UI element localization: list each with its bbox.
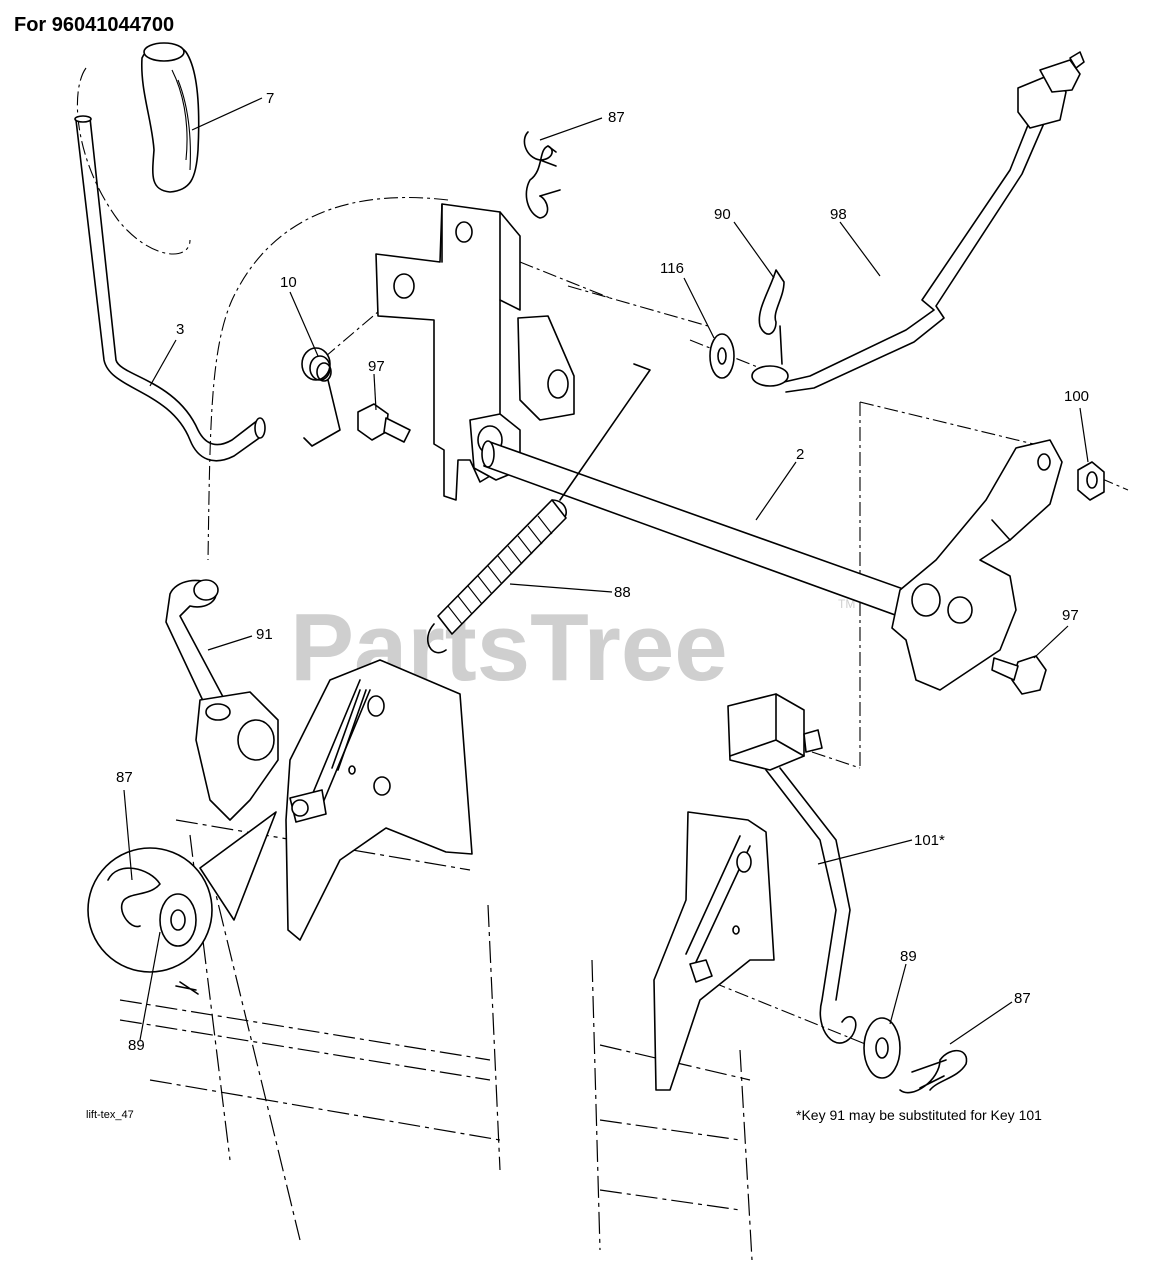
height-adjust-plate-left — [285, 659, 473, 941]
callout-101: 101* — [914, 832, 945, 849]
callout-89-right: 89 — [900, 948, 917, 965]
callout-91: 91 — [256, 626, 273, 643]
callout-87-right: 87 — [1014, 990, 1031, 1007]
assembly-line-block — [811, 751, 861, 769]
callout-97-top: 97 — [368, 358, 385, 375]
diagram-code: lift-tex_47 — [86, 1109, 134, 1121]
page-title: For 96041044700 — [14, 14, 175, 36]
callout-2: 2 — [796, 446, 804, 463]
bolt-icon — [991, 655, 1047, 695]
footnote: *Key 91 may be substituted for Key 101 — [796, 1107, 1042, 1123]
callout-88: 88 — [614, 584, 631, 601]
height-adjust-plate-right — [653, 811, 775, 1091]
lift-arm-101 — [727, 693, 857, 1044]
pin-icon — [175, 981, 199, 995]
assembly-line-pin — [519, 261, 611, 299]
leader-lines — [123, 97, 1089, 1045]
hairpin-clip-icon — [899, 1049, 968, 1094]
hairpin-clip-icon — [523, 131, 561, 219]
callout-87-top: 87 — [608, 109, 625, 126]
callout-90: 90 — [714, 206, 731, 223]
callout-98: 98 — [830, 206, 847, 223]
spring-icon — [427, 363, 651, 654]
hairpin-clip-icon — [758, 269, 785, 365]
assembly-line-grip — [76, 67, 191, 255]
watermark-trademark: TM — [838, 597, 855, 611]
torsion-spring — [301, 347, 341, 447]
callout-labels: 7 87 90 98 116 10 3 97 100 2 88 97 91 87… — [116, 90, 1089, 1054]
callout-89-left: 89 — [128, 1037, 145, 1054]
assembly-line-shaft — [567, 285, 709, 327]
lift-handle-grip-icon — [140, 42, 200, 193]
callout-7: 7 — [266, 90, 274, 107]
bolt-icon — [357, 403, 411, 443]
lift-bracket-icon — [891, 439, 1063, 691]
callout-87-left: 87 — [116, 769, 133, 786]
callout-116: 116 — [660, 260, 684, 277]
lift-bracket-icon — [375, 203, 575, 501]
callout-97-right: 97 — [1062, 607, 1079, 624]
magnified-detail-icon — [87, 811, 277, 973]
assembly-line-washer — [711, 981, 881, 1051]
washer-icon — [863, 1017, 901, 1079]
assembly-line-handle — [207, 196, 449, 561]
callout-100: 100 — [1064, 388, 1089, 405]
lift-arm-91 — [165, 579, 279, 821]
lift-rod-98 — [751, 51, 1085, 393]
callout-10: 10 — [280, 274, 297, 291]
callout-3: 3 — [176, 321, 184, 338]
hex-nut-icon — [1077, 461, 1105, 501]
washer-icon — [709, 333, 735, 379]
lift-handle-rod — [74, 115, 266, 462]
